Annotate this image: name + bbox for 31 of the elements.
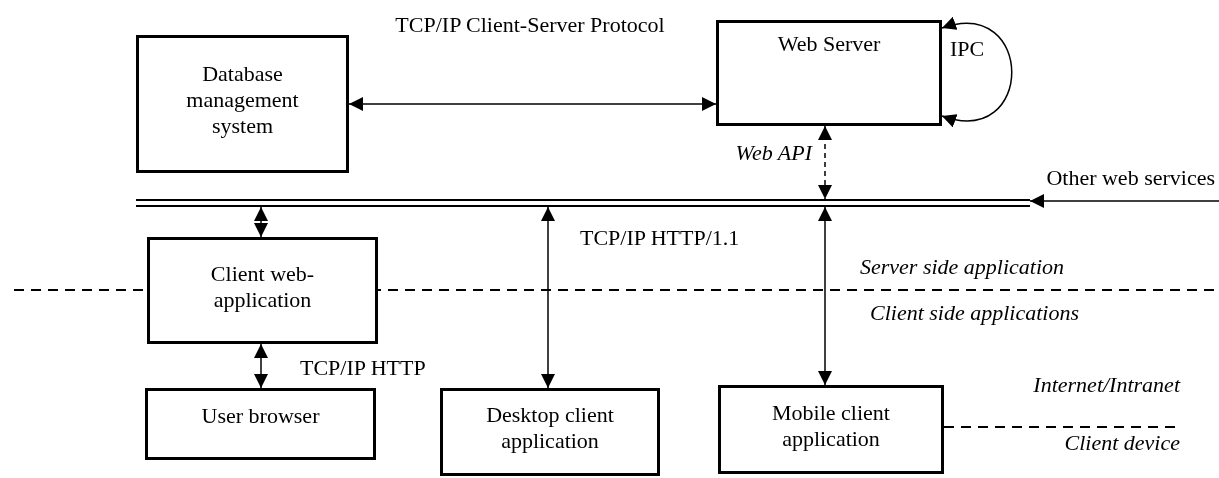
edge-label: TCP/IP Client-Server Protocol [394,12,666,38]
box-label: Desktop client application [485,402,615,454]
box-label: User browser [201,403,320,429]
zone-label: Client device [1063,430,1180,456]
process-box [718,385,944,474]
box-label: Client web-application [209,260,316,313]
edge-label: IPC [950,36,986,62]
arrow [941,18,1013,126]
edge-label: Other web services [1045,165,1215,191]
arrow [254,206,268,238]
box-label: Web Server [777,31,881,57]
arrow [1029,194,1219,208]
arrow [818,125,832,200]
zone-label: Server side application [860,254,1066,280]
box-label: Database management system [185,61,300,139]
process-box [716,20,942,126]
process-box [147,237,378,344]
arrow [254,343,268,389]
arrow [818,206,832,386]
process-box [440,388,660,476]
process-box [136,35,349,173]
arrow [348,97,717,111]
edge-label: Web API [734,140,812,166]
arrow [541,206,555,389]
bus-line [136,199,1030,207]
zone-label: Internet/Intranet [1032,372,1180,398]
edge-label: TCP/IP HTTP [300,355,427,381]
zone-label: TCP/IP HTTP/1.1 [580,225,741,251]
box-label: Mobile client application [771,399,891,452]
process-box [145,388,376,460]
zone-label: Client side applications [870,300,1080,326]
